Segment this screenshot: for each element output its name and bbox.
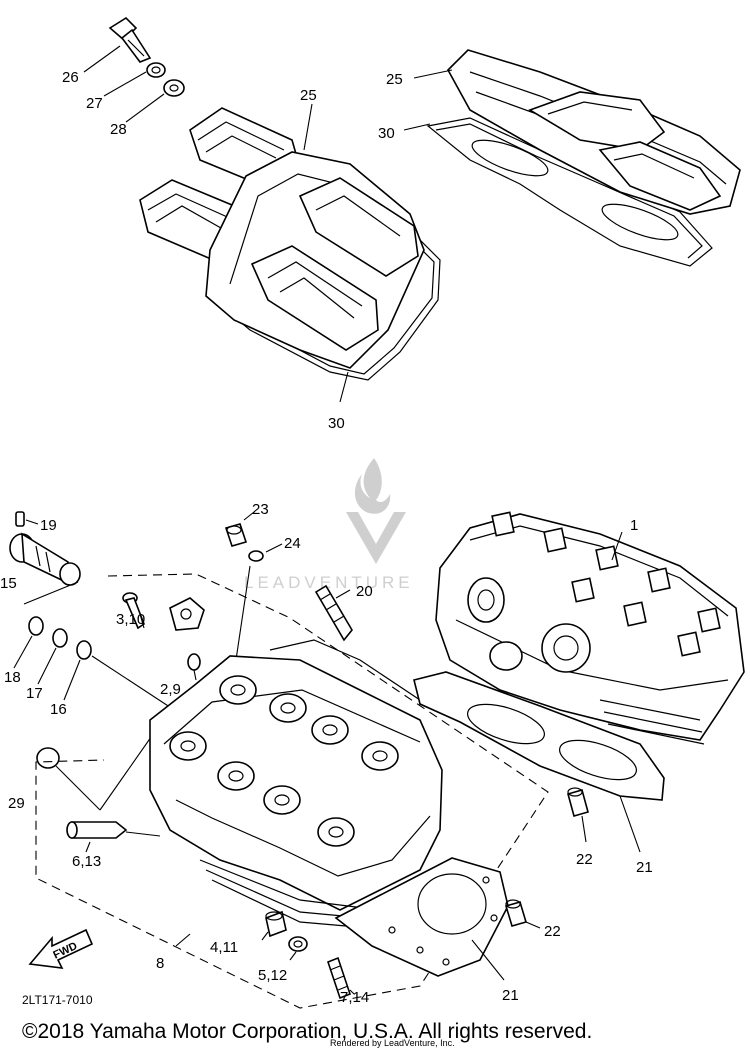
nut-23: [224, 523, 248, 547]
callout-27: 27: [86, 95, 103, 112]
callout-15: 15: [0, 575, 17, 592]
callout-5-12: 5,12: [258, 967, 287, 984]
callout-22-front: 22: [544, 923, 561, 940]
callout-17: 17: [26, 685, 43, 702]
valve-cover-25-left: [139, 107, 425, 369]
spark-plug-20: [314, 584, 353, 642]
callout-23: 23: [252, 501, 269, 518]
callout-19: 19: [40, 517, 57, 534]
callout-21-front: 21: [502, 987, 519, 1004]
valve-guide-6-13: [66, 821, 128, 839]
washer-24: [248, 550, 264, 562]
callout-3-10: 3,10: [116, 611, 145, 628]
washer-28: [163, 79, 185, 97]
callout-8: 8: [156, 955, 164, 972]
diagram-code: 2LT171-7010: [22, 993, 93, 1007]
watermark-brand-text: LEADVENTURE: [244, 573, 414, 592]
callout-22-rear: 22: [576, 851, 593, 868]
cylinder-head-rear-1: [435, 511, 745, 745]
callout-26: 26: [62, 69, 79, 86]
plug-29: [36, 747, 60, 769]
callout-18: 18: [4, 669, 21, 686]
callout-2-9: 2,9: [160, 681, 181, 698]
callout-20: 20: [356, 583, 373, 600]
dowel-2-9: [187, 653, 201, 671]
head-gasket-21-rear: [413, 671, 665, 801]
cylinder-head-front: [149, 639, 443, 931]
washer-5-12: [288, 936, 308, 952]
bolt-3-10: [122, 592, 145, 630]
holder-3-10: [169, 597, 205, 631]
stud-7-14: [327, 956, 351, 1000]
callout-29: 29: [8, 795, 25, 812]
callout-6-13: 6,13: [72, 853, 101, 870]
callout-24: 24: [284, 535, 301, 552]
dowel-22-front: [505, 899, 527, 927]
callout-16: 16: [50, 701, 67, 718]
callout-4-11: 4,11: [210, 939, 238, 956]
o-ring-16: [76, 640, 92, 660]
valve-cover-gasket-30-right: [426, 117, 713, 267]
callout-28: 28: [110, 121, 127, 138]
o-ring-18: [28, 616, 44, 636]
washer-27: [146, 62, 166, 78]
callout-25-right: 25: [386, 71, 403, 88]
leadventure-watermark: LEADVENTURE: [244, 458, 414, 592]
callout-7-14: 7,14: [340, 989, 369, 1006]
dowel-22-rear: [567, 787, 589, 817]
callout-1: 1: [630, 517, 638, 534]
pin-19: [15, 511, 25, 527]
forward-arrow-label: FWD: [51, 940, 79, 961]
callout-30-left: 30: [328, 415, 345, 432]
rendered-by-credit: Rendered by LeadVenture, Inc.: [330, 1038, 455, 1048]
nut-4-11: [265, 910, 287, 938]
assembly-boundary-8: [35, 573, 549, 1009]
callout-30-right: 30: [378, 125, 395, 142]
head-gasket-21-front: [334, 857, 509, 977]
copyright-notice: ©2018 Yamaha Motor Corporation, U.S.A. A…: [22, 1020, 592, 1043]
valve-cover-25-right: [447, 49, 741, 215]
forward-direction-arrow: FWD: [28, 928, 94, 969]
o-ring-17: [52, 628, 68, 648]
callout-21-rear: 21: [636, 859, 653, 876]
cam-sensor-15: [9, 532, 81, 586]
callout-25-left: 25: [300, 87, 317, 104]
bolt-26: [108, 16, 152, 63]
